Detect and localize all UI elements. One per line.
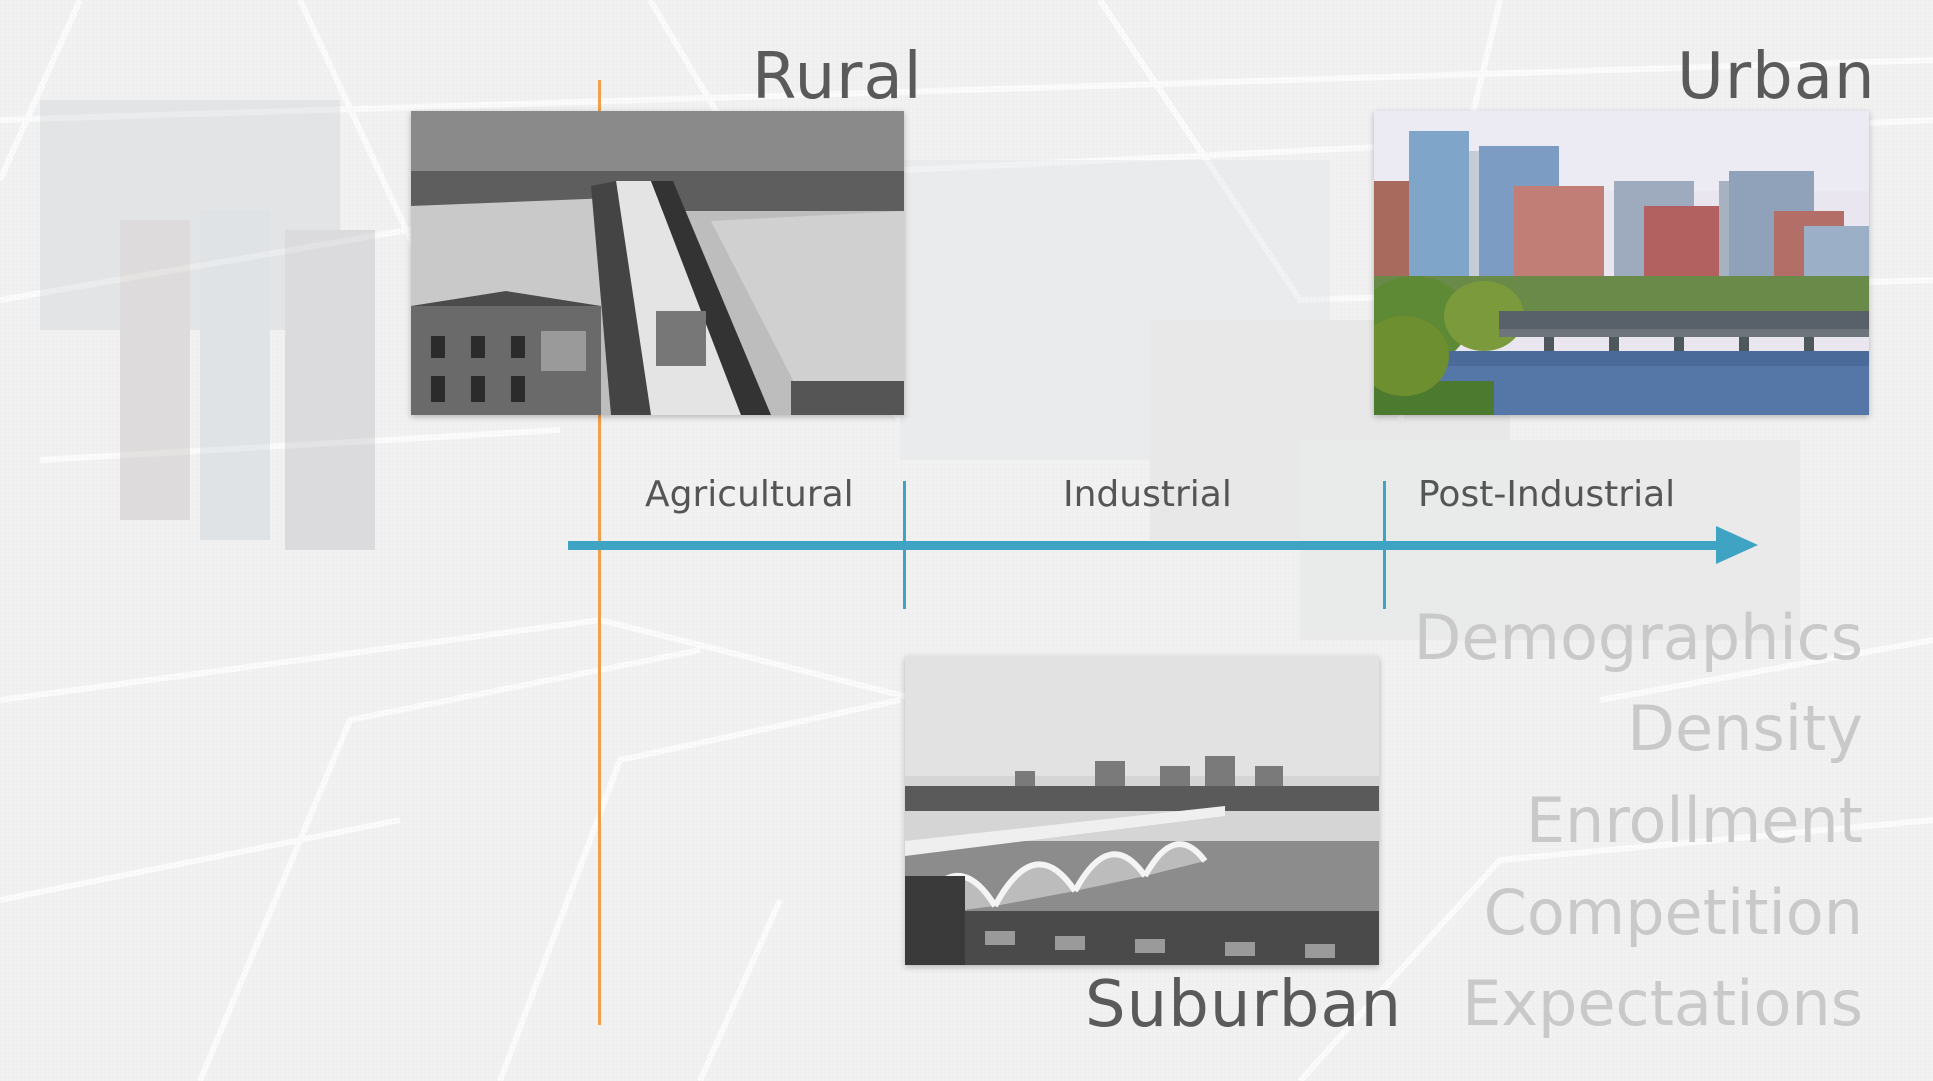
factor-density: Density <box>1627 692 1863 765</box>
urban-photo <box>1374 111 1869 415</box>
era-divider-2 <box>1383 481 1386 609</box>
factor-expectations: Expectations <box>1462 967 1863 1040</box>
timeline-arrow <box>568 526 1758 564</box>
era-label-industrial: Industrial <box>1063 474 1232 515</box>
factor-demographics: Demographics <box>1413 601 1863 674</box>
era-label-agricultural: Agricultural <box>645 474 854 515</box>
era-divider-1 <box>903 481 906 609</box>
stage-label-rural: Rural <box>752 40 923 114</box>
present-marker-line <box>598 80 601 1025</box>
stage-label-urban: Urban <box>1677 40 1876 114</box>
factor-competition: Competition <box>1483 876 1863 949</box>
factor-enrollment: Enrollment <box>1525 784 1863 857</box>
era-label-post-industrial: Post-Industrial <box>1418 474 1676 515</box>
stage-label-suburban: Suburban <box>1085 968 1403 1042</box>
rural-photo <box>411 111 904 415</box>
suburban-photo <box>905 656 1379 965</box>
